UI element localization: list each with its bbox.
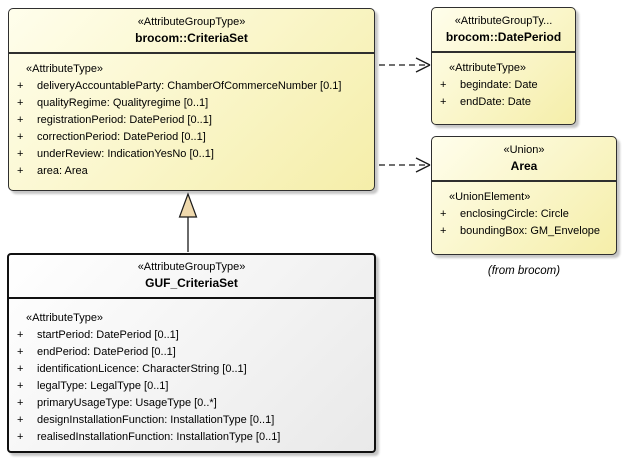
attribute-text: registrationPeriod: DatePeriod [0..1] bbox=[37, 114, 212, 126]
attribute-text: correctionPeriod: DatePeriod [0..1] bbox=[37, 131, 206, 143]
attribute-row: + registrationPeriod: DatePeriod [0..1] bbox=[9, 112, 372, 129]
visibility-plus: + bbox=[17, 363, 24, 375]
attribute-text: endPeriod: DatePeriod [0..1] bbox=[37, 346, 176, 358]
attribute-text: qualityRegime: Qualityregime [0..1] bbox=[37, 97, 209, 109]
stereotype-label: «AttributeGroupType» bbox=[137, 16, 246, 28]
visibility-plus: + bbox=[17, 165, 24, 177]
attribute-row: + underReview: IndicationYesNo [0..1] bbox=[9, 146, 372, 163]
generalization-arrow bbox=[178, 192, 198, 252]
stereotype-label: «Union» bbox=[503, 144, 545, 156]
attributes-compartment: «UnionElement» +enclosingCircle: Circle … bbox=[432, 182, 616, 240]
attribute-row: + enclosingCircle: Circle bbox=[432, 206, 614, 223]
attribute-row: + correctionPeriod: DatePeriod [0..1] bbox=[9, 129, 372, 146]
class-box-area-union: «Union» Area «UnionElement» + enclosingCi… bbox=[431, 136, 617, 255]
attribute-row: + legalType: LegalType [0..1] bbox=[9, 378, 372, 395]
class-header: «AttributeGroupType» GUF_CriteriaSet bbox=[9, 255, 374, 299]
attribute-row: + begindate: Date bbox=[432, 77, 573, 94]
from-brocom-note: (from brocom) bbox=[487, 265, 561, 277]
class-name: brocom::CriteriaSet bbox=[135, 31, 248, 45]
attributes-compartment: «AttributeType» + begindate: Date + endDat… bbox=[432, 53, 575, 111]
attribute-row: + boundingBox: GM_Envelope bbox=[432, 223, 614, 240]
attribute-text: enclosingCircle: Circle bbox=[460, 208, 569, 220]
visibility-plus: + bbox=[17, 414, 24, 426]
class-name: GUF_CriteriaSet bbox=[145, 276, 238, 290]
attribute-row: + qualityRegime: Qualityregime [0..1] bbox=[9, 95, 372, 112]
class-header: «AttributeGroupType» brocom::CriteriaSet bbox=[9, 9, 374, 54]
visibility-plus: + bbox=[17, 97, 24, 109]
class-name: brocom::DatePeriod bbox=[445, 30, 562, 44]
attribute-text: underReview: IndicationYesNo [0..1] bbox=[37, 148, 214, 160]
visibility-plus: + bbox=[440, 79, 447, 91]
section-stereotype: «AttributeType» bbox=[26, 312, 104, 324]
section-stereotype: «AttributeType» bbox=[449, 62, 527, 74]
section-stereotype: «AttributeType» bbox=[26, 63, 104, 75]
section-stereotype: «UnionElement» bbox=[449, 191, 531, 203]
visibility-plus: + bbox=[17, 80, 24, 92]
attribute-row: + realisedInstallationFunction: Installat… bbox=[9, 429, 372, 446]
attributes-compartment: «AttributeType» + deliveryAccountablePart… bbox=[9, 54, 374, 180]
visibility-plus: + bbox=[17, 329, 24, 341]
stereotype-label: «AttributeGroupTy... bbox=[454, 15, 553, 27]
dependency-arrow-to-dateperiod bbox=[379, 57, 431, 73]
attribute-row: + identificationLicence: CharacterString … bbox=[9, 361, 372, 378]
visibility-plus: + bbox=[17, 346, 24, 358]
attribute-text: startPeriod: DatePeriod [0..1] bbox=[37, 329, 179, 341]
visibility-plus: + bbox=[440, 225, 447, 237]
visibility-plus: + bbox=[17, 397, 24, 409]
attribute-row: + area: Area bbox=[9, 163, 372, 180]
attribute-row: + deliveryAccountableParty: ChamberOfComm… bbox=[9, 78, 372, 95]
visibility-plus: + bbox=[440, 208, 447, 220]
attribute-row: + primaryUsageType: UsageType [0..*] bbox=[9, 395, 372, 412]
class-header: «AttributeGroupTy... brocom::DatePeriod bbox=[432, 8, 575, 53]
visibility-plus: + bbox=[17, 131, 24, 143]
attribute-text: boundingBox: GM_Envelope bbox=[460, 225, 601, 237]
attributes-compartment: «AttributeType» + startPeriod: DatePeriod… bbox=[9, 299, 374, 446]
attribute-text: area: Area bbox=[37, 165, 88, 177]
visibility-plus: + bbox=[440, 96, 447, 108]
attribute-text: legalType: LegalType [0..1] bbox=[37, 380, 169, 392]
attribute-text: begindate: Date bbox=[460, 79, 538, 91]
attribute-text: identificationLicence: CharacterString [… bbox=[37, 363, 247, 375]
attribute-row: + endDate: Date bbox=[432, 94, 573, 111]
visibility-plus: + bbox=[17, 114, 24, 126]
stereotype-label: «AttributeGroupType» bbox=[137, 261, 246, 273]
dependency-arrow-to-area bbox=[379, 157, 431, 173]
class-name: Area bbox=[510, 159, 538, 173]
attribute-row: + startPeriod: DatePeriod [0..1] bbox=[9, 327, 372, 344]
class-header: «Union» Area bbox=[432, 137, 616, 182]
class-box-brocom-dateperiod: «AttributeGroupTy... brocom::DatePeriod … bbox=[431, 7, 576, 125]
attribute-text: realisedInstallationFunction: Installati… bbox=[37, 431, 281, 443]
attribute-row: + endPeriod: DatePeriod [0..1] bbox=[9, 344, 372, 361]
attribute-row: + designInstallationFunction: Installatio… bbox=[9, 412, 372, 429]
class-box-brocom-criteriaset: «AttributeGroupType» brocom::CriteriaSet… bbox=[8, 8, 375, 191]
attribute-text: endDate: Date bbox=[460, 96, 531, 108]
visibility-plus: + bbox=[17, 380, 24, 392]
attribute-text: deliveryAccountableParty: ChamberOfComme… bbox=[37, 80, 342, 92]
visibility-plus: + bbox=[17, 148, 24, 160]
visibility-plus: + bbox=[17, 431, 24, 443]
attribute-text: designInstallationFunction: Installation… bbox=[37, 414, 275, 426]
attribute-text: primaryUsageType: UsageType [0..*] bbox=[37, 397, 217, 409]
class-box-guf-criteriaset: «AttributeGroupType» GUF_CriteriaSet «At… bbox=[7, 253, 376, 453]
